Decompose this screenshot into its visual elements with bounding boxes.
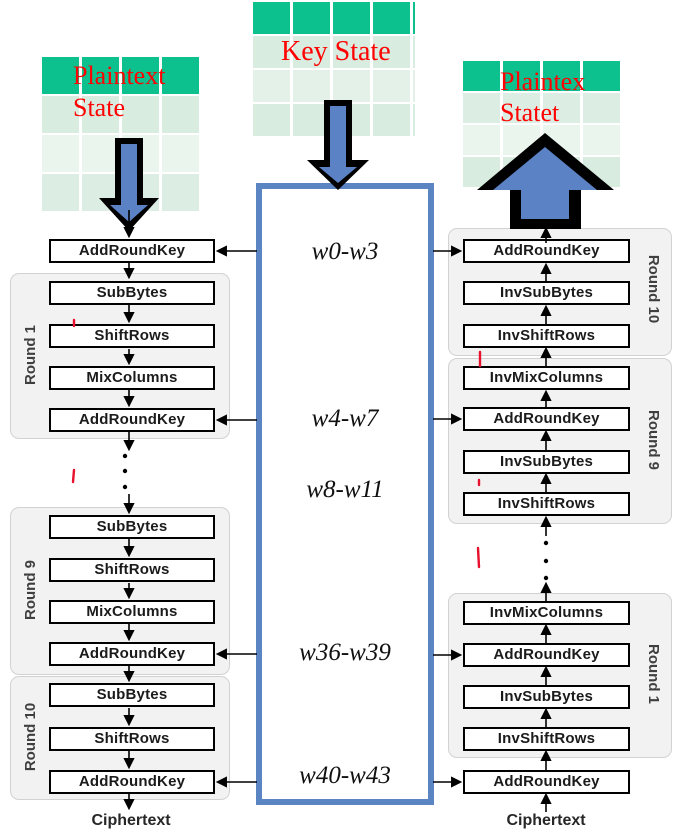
dec-r9-addroundkey: AddRoundKey xyxy=(463,407,630,431)
enc-r10-addroundkey: AddRoundKey xyxy=(49,770,215,794)
key-words-w40-w43: w40-w43 xyxy=(299,762,391,789)
plaintext-state-label: Plaintext State xyxy=(73,61,166,122)
key-down-arrow-icon xyxy=(307,100,369,190)
dec-r9-invshiftrows: InvShiftRows xyxy=(463,492,630,516)
table-row xyxy=(253,36,415,68)
dec-r9-invsubbytes: InvSubBytes xyxy=(463,450,630,474)
enc-addroundkey-initial: AddRoundKey xyxy=(49,239,215,263)
enc-r1-addroundkey: AddRoundKey xyxy=(49,408,215,432)
table-row xyxy=(42,57,202,94)
key-state-label: Key State xyxy=(281,36,391,67)
up-arrow-icon xyxy=(477,133,614,229)
dec-r9-invmixcolumns: InvMixColumns xyxy=(463,366,630,390)
table-row xyxy=(42,96,202,133)
key-schedule-box xyxy=(256,183,434,805)
key-state-table xyxy=(253,2,415,136)
enc-r1-mixcolumns: MixColumns xyxy=(49,366,215,390)
ellipsis-dots xyxy=(122,453,549,581)
enc-ciphertext-label: Ciphertext xyxy=(91,812,171,829)
dec-ciphertext-label: Ciphertext xyxy=(506,812,586,829)
key-words-w0-w3: w0-w3 xyxy=(311,238,379,265)
enc-r9-addroundkey: AddRoundKey xyxy=(49,642,215,666)
key-words-w8-w11: w8-w11 xyxy=(306,476,384,503)
table-row xyxy=(463,93,623,123)
enc-r1-subbytes: SubBytes xyxy=(49,281,215,305)
enc-r10-shiftrows: ShiftRows xyxy=(49,727,215,751)
output-state-label: Plaintex Statet xyxy=(500,67,586,127)
enc-r10-subbytes: SubBytes xyxy=(49,683,215,707)
enc-r9-mixcolumns: MixColumns xyxy=(49,600,215,624)
table-row xyxy=(463,61,623,91)
enc-r9-shiftrows: ShiftRows xyxy=(49,558,215,582)
table-row xyxy=(253,2,415,34)
enc-r1-shiftrows: ShiftRows xyxy=(49,324,215,348)
enc-r9-subbytes: SubBytes xyxy=(49,515,215,539)
dec-r10-invsubbytes: InvSubBytes xyxy=(463,281,630,305)
key-words-w4-w7: w4-w7 xyxy=(311,405,379,432)
down-arrow-icon xyxy=(99,138,159,231)
key-words-w36-w39: w36-w39 xyxy=(299,639,391,666)
red-pen-marks xyxy=(71,318,482,569)
table-row xyxy=(253,70,415,102)
dec-r1-invsubbytes: InvSubBytes xyxy=(463,685,630,709)
